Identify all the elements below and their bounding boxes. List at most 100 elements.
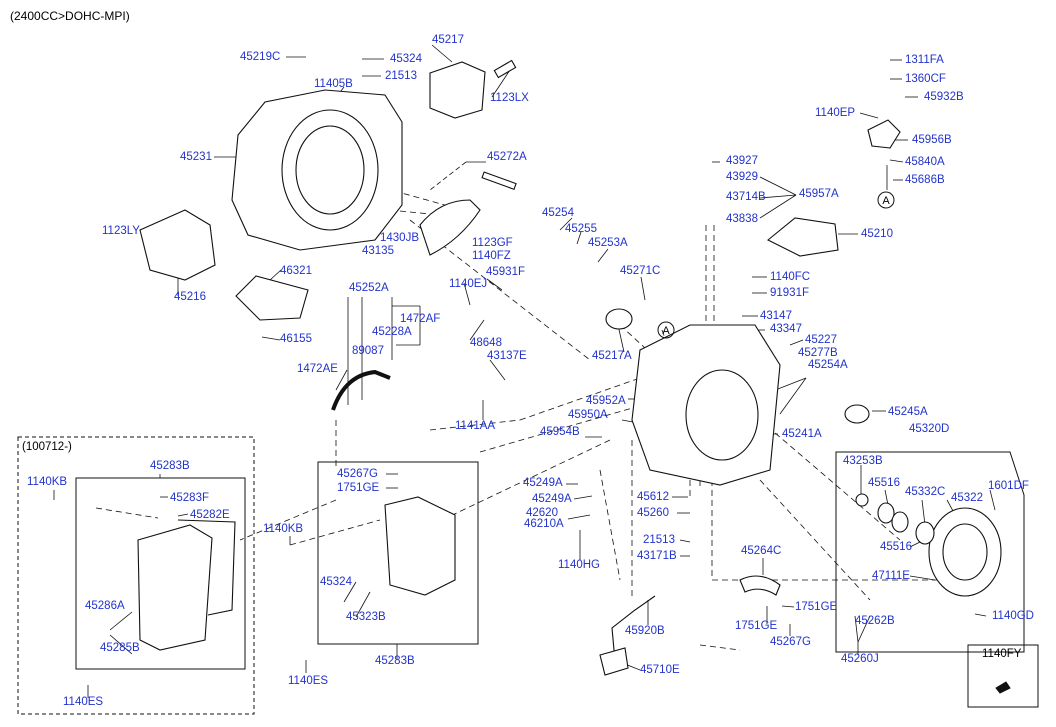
- part-label-45932B[interactable]: 45932B: [924, 91, 964, 103]
- part-label-45219C[interactable]: 45219C: [240, 51, 281, 63]
- part-label-45254[interactable]: 45254: [542, 207, 574, 219]
- part-label-89087[interactable]: 89087: [352, 345, 384, 357]
- part-label-45231[interactable]: 45231: [180, 151, 212, 163]
- variant-dashed-box: [17, 436, 255, 715]
- part-label-46210A[interactable]: 46210A: [524, 518, 564, 530]
- part-label-45324-valve[interactable]: 45324: [320, 576, 352, 588]
- part-label-45920B[interactable]: 45920B: [625, 625, 665, 637]
- part-label-21513[interactable]: 21513: [385, 70, 417, 82]
- part-label-1140KB-pan[interactable]: 1140KB: [27, 476, 68, 488]
- part-label-43929[interactable]: 43929: [726, 171, 758, 183]
- part-label-45252A[interactable]: 45252A: [349, 282, 389, 294]
- part-label-45245A[interactable]: 45245A: [888, 406, 928, 418]
- part-label-45249A-b[interactable]: 45249A: [532, 493, 572, 505]
- part-label-45320D[interactable]: 45320D: [909, 423, 950, 435]
- part-label-45950A[interactable]: 45950A: [568, 409, 608, 421]
- part-label-45332C[interactable]: 45332C: [905, 486, 946, 498]
- part-label-45322[interactable]: 45322: [951, 492, 983, 504]
- part-label-1140ES-pan[interactable]: 1140ES: [63, 696, 104, 708]
- part-label-1430JB[interactable]: 1430JB: [380, 232, 420, 244]
- part-label-45516-b[interactable]: 45516: [880, 541, 912, 553]
- part-label-21513-case[interactable]: 21513: [643, 534, 675, 546]
- part-label-43137E[interactable]: 43137E: [487, 350, 527, 362]
- part-label-46321[interactable]: 46321: [280, 265, 312, 277]
- part-label-45216[interactable]: 45216: [174, 291, 206, 303]
- part-label-45272A[interactable]: 45272A: [487, 151, 527, 163]
- part-label-1140EP[interactable]: 1140EP: [815, 107, 856, 119]
- part-label-1472AF[interactable]: 1472AF: [400, 313, 441, 325]
- part-label-1601DF[interactable]: 1601DF: [988, 480, 1029, 492]
- part-label-45957A[interactable]: 45957A: [799, 188, 839, 200]
- part-label-45952A[interactable]: 45952A: [586, 395, 626, 407]
- part-label-45282E[interactable]: 45282E: [190, 509, 230, 521]
- part-label-45262B[interactable]: 45262B: [855, 615, 895, 627]
- part-label-43714B[interactable]: 43714B: [726, 191, 766, 203]
- part-label-45277B[interactable]: 45277B: [798, 347, 838, 359]
- part-label-45255[interactable]: 45255: [565, 223, 597, 235]
- part-label-45516-a[interactable]: 45516: [868, 477, 900, 489]
- part-label-45271C[interactable]: 45271C: [620, 265, 661, 277]
- part-label-45228A[interactable]: 45228A: [372, 326, 412, 338]
- part-label-1751GE-tube-a[interactable]: 1751GE: [795, 601, 838, 613]
- part-label-45217A[interactable]: 45217A: [592, 350, 632, 362]
- part-label-48648[interactable]: 48648: [470, 337, 502, 349]
- part-label-45267G-tube[interactable]: 45267G: [770, 636, 811, 648]
- part-label-45283F[interactable]: 45283F: [170, 492, 210, 504]
- part-label-43171B[interactable]: 43171B: [637, 550, 677, 562]
- part-label-45283B-pan[interactable]: 45283B: [150, 460, 190, 472]
- part-label-43147[interactable]: 43147: [760, 310, 792, 322]
- part-label-46155[interactable]: 46155: [280, 333, 312, 345]
- part-label-45612[interactable]: 45612: [637, 491, 669, 503]
- part-label-45260[interactable]: 45260: [637, 507, 669, 519]
- part-label-1141AA[interactable]: 1141AA: [455, 420, 496, 432]
- part-label-1123LX[interactable]: 1123LX: [490, 92, 529, 104]
- part-label-45210[interactable]: 45210: [861, 228, 893, 240]
- part-label-45253A[interactable]: 45253A: [588, 237, 628, 249]
- part-label-45260J[interactable]: 45260J: [841, 653, 879, 665]
- part-label-1360CF[interactable]: 1360CF: [905, 73, 946, 85]
- part-label-1751GE-tube-b[interactable]: 1751GE: [735, 620, 778, 632]
- part-label-45324[interactable]: 45324: [390, 53, 422, 65]
- o-ring-45516-b-shape: [891, 511, 909, 533]
- part-label-1140FC[interactable]: 1140FC: [770, 271, 811, 283]
- part-label-45956B[interactable]: 45956B: [912, 134, 952, 146]
- part-label-1472AE[interactable]: 1472AE: [297, 363, 338, 375]
- part-label-45686B[interactable]: 45686B: [905, 174, 945, 186]
- part-label-45241A[interactable]: 45241A: [782, 428, 822, 440]
- part-label-45283B-valve[interactable]: 45283B: [375, 655, 415, 667]
- part-label-45254A[interactable]: 45254A: [808, 359, 848, 371]
- part-label-42620[interactable]: 42620: [526, 507, 558, 519]
- part-label-1140FZ[interactable]: 1140FZ: [472, 250, 511, 262]
- part-label-43135[interactable]: 43135: [362, 245, 394, 257]
- part-label-43347[interactable]: 43347: [770, 323, 802, 335]
- part-label-45267G-valve[interactable]: 45267G: [337, 468, 378, 480]
- part-label-45285B[interactable]: 45285B: [100, 642, 140, 654]
- part-label-1751GE-valve[interactable]: 1751GE: [337, 482, 380, 494]
- part-label-1123LY[interactable]: 1123LY: [102, 225, 140, 237]
- part-label-45227[interactable]: 45227: [805, 334, 837, 346]
- fy-box-label: 1140FY: [982, 648, 1022, 660]
- part-label-45323B[interactable]: 45323B: [346, 611, 386, 623]
- part-label-1123GF[interactable]: 1123GF: [472, 237, 513, 249]
- part-label-45954B[interactable]: 45954B: [540, 426, 580, 438]
- part-label-1311FA[interactable]: 1311FA: [905, 54, 944, 66]
- part-label-1140GD[interactable]: 1140GD: [992, 610, 1034, 622]
- part-label-45840A[interactable]: 45840A: [905, 156, 945, 168]
- part-label-91931F[interactable]: 91931F: [770, 287, 810, 299]
- part-label-1140HG[interactable]: 1140HG: [558, 559, 600, 571]
- part-label-45264C[interactable]: 45264C: [741, 545, 782, 557]
- part-label-45710E[interactable]: 45710E: [640, 664, 680, 676]
- part-label-45931F[interactable]: 45931F: [486, 266, 526, 278]
- part-label-45286A[interactable]: 45286A: [85, 600, 125, 612]
- part-label-43927[interactable]: 43927: [726, 155, 758, 167]
- part-label-43253B[interactable]: 43253B: [843, 455, 883, 467]
- part-label-43838[interactable]: 43838: [726, 213, 758, 225]
- part-label-11405B[interactable]: 11405B: [314, 78, 353, 90]
- part-label-47111E[interactable]: 47111E: [872, 570, 910, 582]
- part-label-1140EJ[interactable]: 1140EJ: [449, 278, 488, 290]
- part-label-1140KB-valve[interactable]: 1140KB: [263, 523, 304, 535]
- part-label-45249A-a[interactable]: 45249A: [523, 477, 563, 489]
- part-label-45217[interactable]: 45217: [432, 34, 464, 46]
- part-label-1140ES-valve[interactable]: 1140ES: [288, 675, 329, 687]
